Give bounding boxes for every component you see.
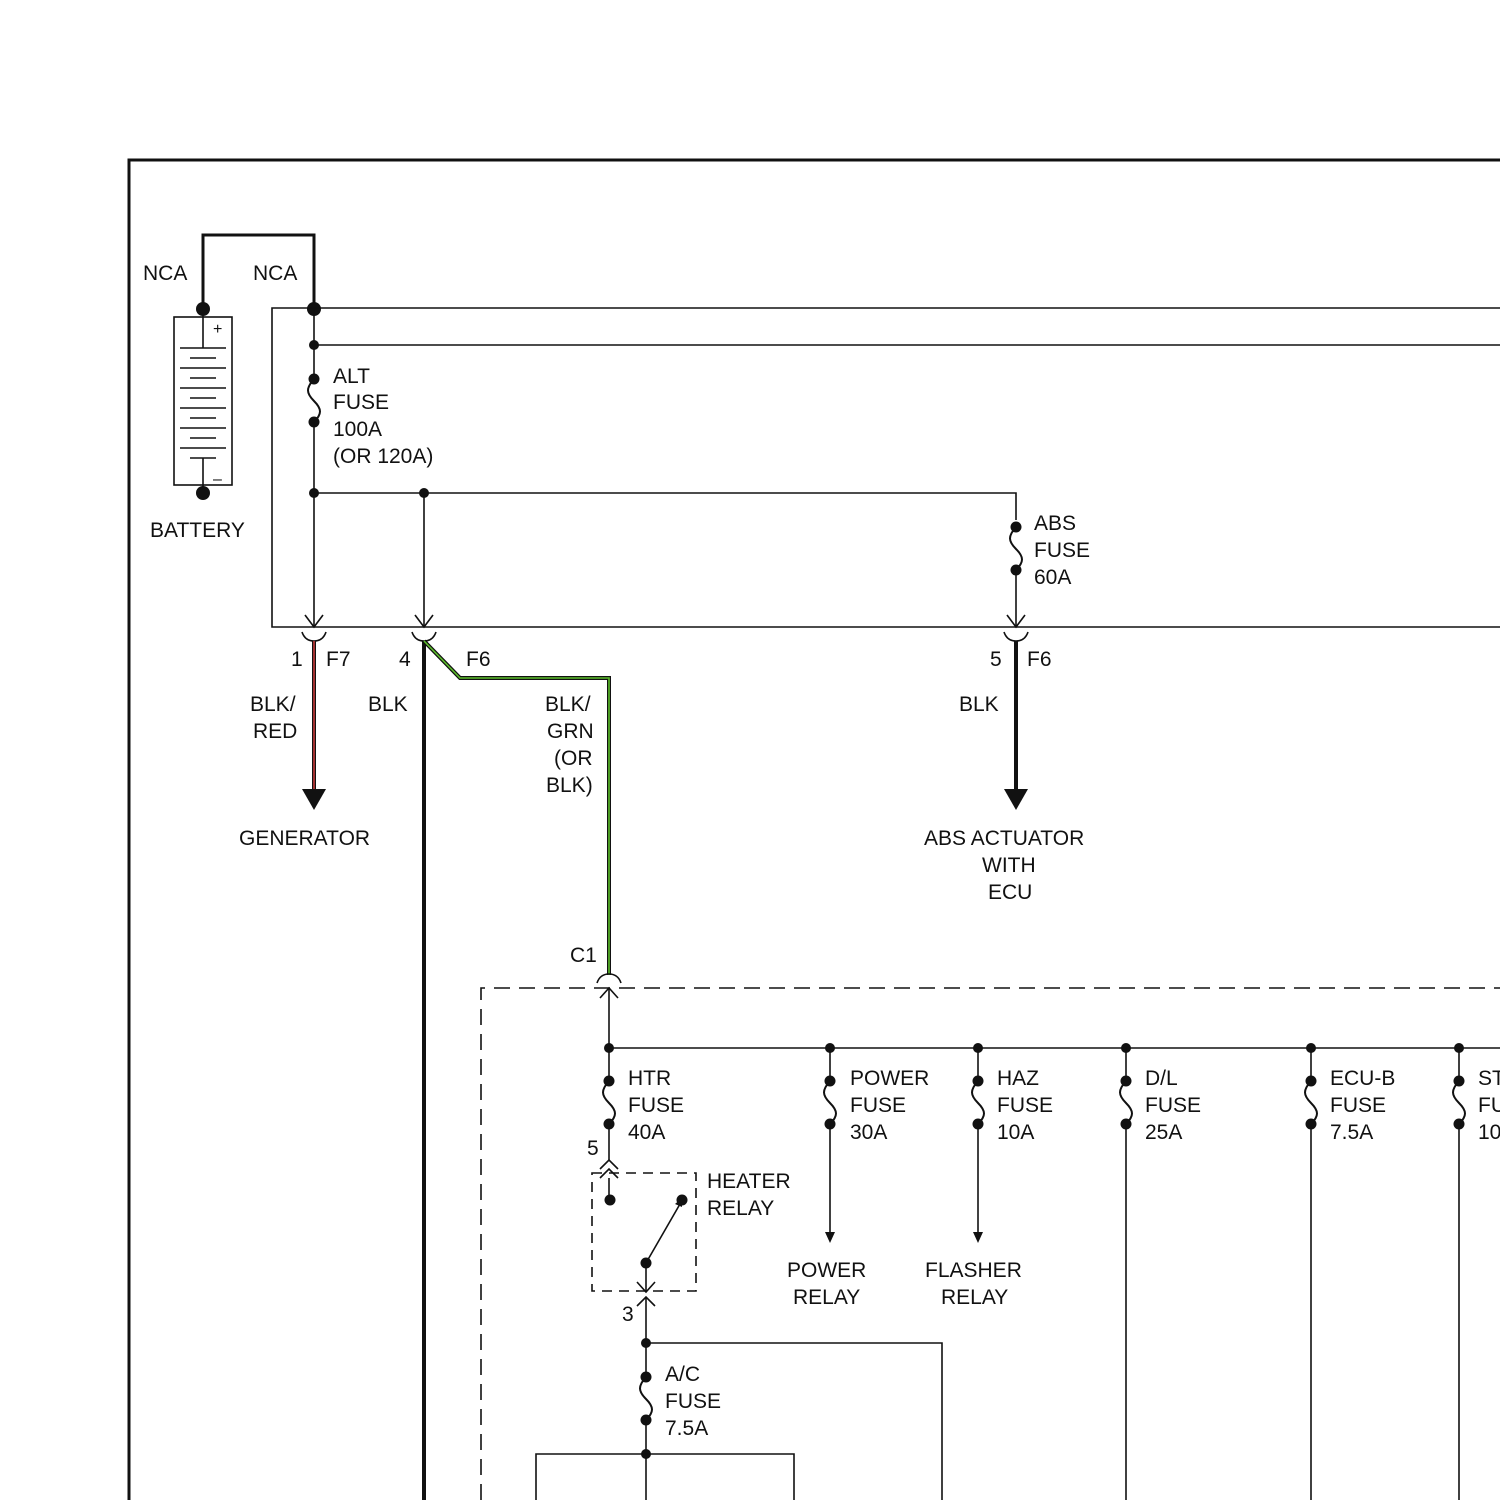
- abs-fuse-label: ABS FUSE 60A: [1034, 512, 1096, 589]
- power-relay-label: POWER RELAY: [787, 1259, 872, 1309]
- wire-blk-grn: [424, 641, 609, 975]
- wire-label-blk-red: BLK/ RED: [250, 693, 301, 743]
- wire-label-blk-left: BLK: [368, 693, 408, 716]
- abs-fuse: [1010, 522, 1022, 576]
- st-fuse: [1453, 1048, 1465, 1500]
- heater-relay-box: [592, 1173, 696, 1291]
- relay-pin-label: 3: [622, 1303, 634, 1326]
- flasher-relay-arrow: [973, 1232, 983, 1243]
- fusible-link-block: [272, 308, 1500, 627]
- generator-arrow: [302, 789, 326, 810]
- battery-label: BATTERY: [150, 519, 245, 542]
- f7-pin: 1: [291, 648, 303, 671]
- alt-fuse-label: ALT FUSE 100A (OR 120A): [333, 365, 433, 468]
- battery-minus: –: [213, 471, 222, 488]
- st-fuse-label: ST FU 10: [1478, 1067, 1500, 1144]
- ecu-b-fuse: [1305, 1048, 1317, 1500]
- f6-right-pin: 5: [990, 648, 1002, 671]
- haz-fuse: [972, 1048, 984, 1232]
- abs-actuator-label: ABS ACTUATOR WITH ECU: [924, 827, 1090, 904]
- heater-relay-switch: [646, 1204, 680, 1263]
- f6-left-name: F6: [466, 648, 491, 671]
- ac-fuse-label: A/C FUSE 7.5A: [665, 1363, 727, 1440]
- ac-fuse: [640, 1372, 652, 1426]
- connector-f6-right: [1004, 632, 1028, 641]
- alt-fuse: [308, 374, 320, 428]
- connector-c1: [597, 974, 621, 983]
- nca-label-left: NCA: [143, 262, 187, 285]
- connector-c1-label: C1: [570, 944, 597, 967]
- haz-fuse-label: HAZ FUSE 10A: [997, 1067, 1059, 1144]
- abs-actuator-arrow: [1004, 789, 1028, 810]
- f6-left-pin: 4: [399, 648, 411, 671]
- f7-name: F7: [326, 648, 351, 671]
- battery-plus: +: [213, 321, 222, 338]
- wire-label-blk-grn: BLK/ GRN (OR BLK): [545, 693, 600, 797]
- htr-pin-label: 5: [587, 1137, 599, 1160]
- ecu-b-fuse-label: ECU-B FUSE 7.5A: [1330, 1067, 1401, 1144]
- flasher-relay-label: FLASHER RELAY: [925, 1259, 1028, 1309]
- generator-label: GENERATOR: [239, 827, 370, 850]
- nca-label-right: NCA: [253, 262, 297, 285]
- power-fuse-label: POWER FUSE 30A: [850, 1067, 935, 1144]
- htr-fuse: [603, 1048, 615, 1160]
- junction-block-outline: [481, 988, 1500, 1500]
- power-fuse: [824, 1048, 836, 1232]
- battery: + –: [174, 235, 321, 500]
- dl-fuse-label: D/L FUSE 25A: [1145, 1067, 1207, 1144]
- power-relay-arrow: [825, 1232, 835, 1243]
- htr-fuse-label: HTR FUSE 40A: [628, 1067, 690, 1144]
- heater-relay-label: HEATER RELAY: [707, 1170, 796, 1220]
- connector-f7: [302, 632, 326, 641]
- dl-fuse: [1120, 1048, 1132, 1500]
- connector-f6-left: [412, 632, 436, 641]
- wire-label-blk-right: BLK: [959, 693, 999, 716]
- f6-right-name: F6: [1027, 648, 1052, 671]
